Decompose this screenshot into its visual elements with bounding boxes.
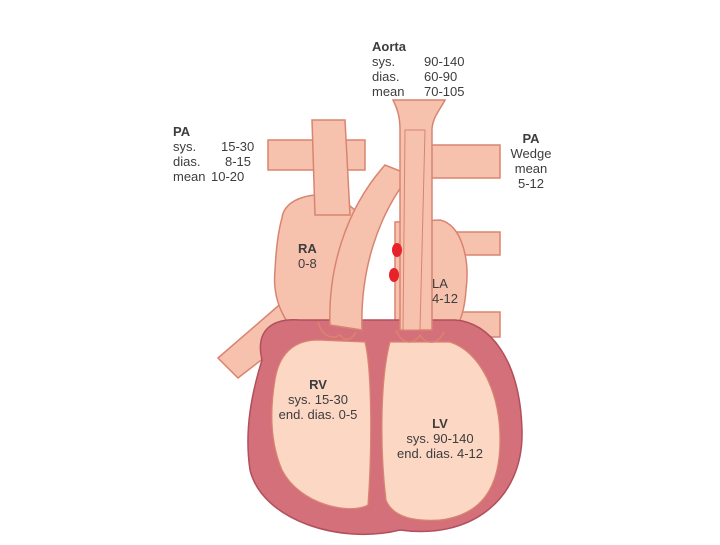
- rv-line1: sys. 15-30: [288, 392, 348, 407]
- mitral-valve: [395, 329, 445, 343]
- lv-line2: end. dias. 4-12: [396, 446, 483, 461]
- pa-wedge-line3: 5-12: [517, 176, 545, 191]
- lv-title: LV: [432, 416, 448, 431]
- right-ventricle-cavity: [271, 339, 372, 510]
- la-title: LA: [432, 276, 448, 291]
- aorta-row-sys: sys.90-140: [372, 54, 465, 69]
- valve-marker-upper: [392, 243, 402, 257]
- pa-row-dias: dias.8-15: [173, 154, 252, 169]
- rv-title: RV: [309, 377, 327, 392]
- la-label: LA 4-12: [432, 276, 458, 306]
- pa-wedge-title: PA: [522, 131, 540, 146]
- valve-marker-lower: [389, 268, 399, 282]
- pa-wedge-line1: Wedge: [510, 146, 552, 161]
- pa-wedge-label: PA Wedge mean 5-12: [505, 131, 557, 191]
- ra-label: RA 0-8: [298, 241, 317, 271]
- ra-value: 0-8: [298, 256, 317, 271]
- rv-line2: end. dias. 0-5: [278, 407, 358, 422]
- rv-label: RV sys. 15-30 end. dias. 0-5: [272, 377, 364, 422]
- la-value: 4-12: [432, 291, 459, 306]
- ra-title: RA: [298, 241, 317, 256]
- aorta-row-dias: dias.60-90: [372, 69, 458, 84]
- lv-line1: sys. 90-140: [406, 431, 474, 446]
- aortic-root: [402, 129, 426, 331]
- pa-title: PA: [173, 124, 191, 139]
- pa-wedge-line2: mean: [514, 161, 548, 176]
- left-ventricle-cavity: [381, 341, 501, 521]
- pa-row-sys: sys.15-30: [173, 139, 255, 154]
- superior-vena-cava: [311, 119, 351, 216]
- lv-label: LV sys. 90-140 end. dias. 4-12: [392, 416, 488, 461]
- tricuspid-valve: [317, 321, 357, 340]
- aorta-title: Aorta: [372, 39, 406, 54]
